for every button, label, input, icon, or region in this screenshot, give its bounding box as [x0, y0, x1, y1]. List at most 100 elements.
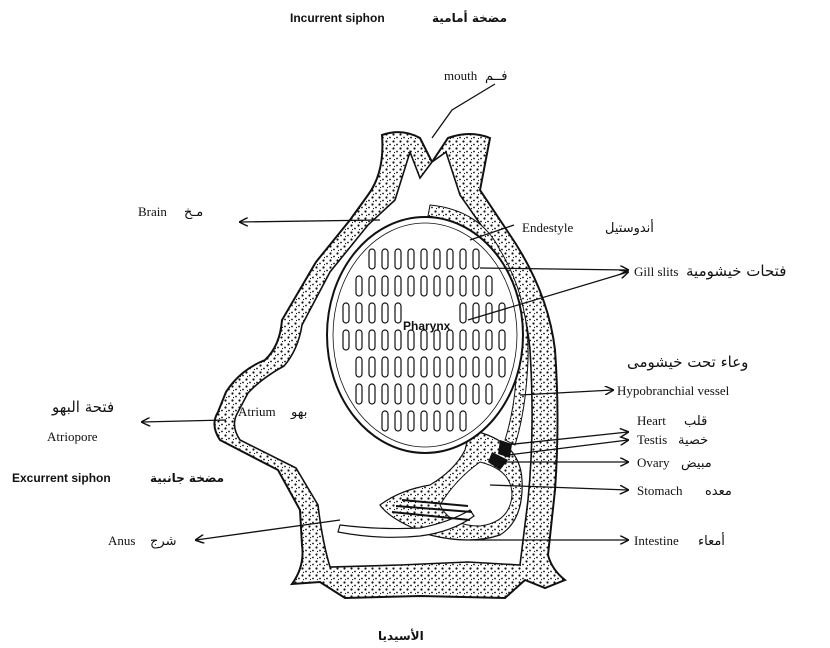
heart-label-ar: قلب — [684, 414, 707, 429]
gill-slit — [395, 249, 401, 269]
atrium-label-ar: بهو — [290, 405, 307, 420]
mouth-label-ar: فــم — [485, 69, 507, 84]
hypo-label-en: Hypobranchial vessel — [617, 383, 730, 398]
gill-slit — [395, 276, 401, 296]
gill-slit — [460, 411, 466, 431]
gill-slit — [447, 276, 453, 296]
gill-label-ar: فتحات خيشومية — [686, 262, 786, 280]
gill-slit — [499, 357, 505, 377]
endestyle-label-ar: أندوستيل — [605, 219, 654, 236]
gill-slit — [369, 330, 375, 350]
gill-slit — [382, 357, 388, 377]
gill-slit — [460, 276, 466, 296]
gill-slit — [395, 411, 401, 431]
incurrent-label-en: Incurrent siphon — [290, 11, 385, 25]
gill-slit — [447, 411, 453, 431]
gill-slit — [382, 303, 388, 323]
gill-slit — [408, 330, 414, 350]
gill-slit — [460, 384, 466, 404]
gill-slit — [434, 330, 440, 350]
gill-slit — [356, 357, 362, 377]
gill-slit — [434, 357, 440, 377]
gill-slit — [486, 330, 492, 350]
gill-slit — [356, 330, 362, 350]
gill-slit — [486, 357, 492, 377]
testis-label-en: Testis — [637, 432, 667, 447]
gill-slit — [473, 384, 479, 404]
gill-slit — [499, 303, 505, 323]
gill-slit — [369, 357, 375, 377]
ovary-label-ar: مبيض — [681, 456, 712, 471]
atrium-label-en: Atrium — [238, 404, 276, 419]
gill-label-en: Gill slits — [634, 264, 678, 279]
gill-slit — [408, 384, 414, 404]
gill-slit — [421, 384, 427, 404]
gill-slit — [382, 411, 388, 431]
testis-label-ar: خصية — [678, 433, 708, 448]
gill-slit — [499, 330, 505, 350]
intestine-label-en: Intestine — [634, 533, 679, 548]
gill-slit — [460, 357, 466, 377]
gill-slit — [369, 276, 375, 296]
gill-slit — [382, 330, 388, 350]
gill-slit — [408, 411, 414, 431]
gill-slit — [460, 303, 466, 323]
diagram-caption: الأسيديا — [378, 628, 424, 643]
gill-slit — [486, 276, 492, 296]
gill-slit — [447, 330, 453, 350]
heart-label-en: Heart — [637, 413, 666, 428]
gill-slit — [356, 303, 362, 323]
excurrent-label-en: Excurrent siphon — [12, 471, 111, 485]
gill-slit — [421, 249, 427, 269]
gill-slit — [343, 330, 349, 350]
gill-slit — [395, 384, 401, 404]
gill-slit — [447, 357, 453, 377]
atriopore-label-en: Atriopore — [47, 429, 98, 444]
gill-slit — [421, 330, 427, 350]
gill-slit — [382, 249, 388, 269]
gill-slit — [343, 303, 349, 323]
gill-slit — [408, 249, 414, 269]
ovary-label-en: Ovary — [637, 455, 670, 470]
anus-label-ar: شرج — [150, 534, 176, 549]
gill-slit — [486, 384, 492, 404]
gill-slit — [369, 384, 375, 404]
hypo-label-ar: وعاء تحت خيشومى — [627, 353, 748, 371]
atriopore-label-ar: فتحة البهو — [51, 398, 114, 416]
brain-label-ar: مـخ — [184, 205, 203, 220]
gill-slit — [434, 384, 440, 404]
gill-slit — [369, 303, 375, 323]
gill-slit — [395, 330, 401, 350]
gill-slit — [460, 330, 466, 350]
gill-slit — [473, 249, 479, 269]
gill-slit — [369, 249, 375, 269]
gill-slit — [382, 276, 388, 296]
stomach-label-ar: معده — [705, 484, 732, 499]
anus-label-en: Anus — [108, 533, 135, 548]
gill-slit — [421, 276, 427, 296]
gill-slit — [434, 411, 440, 431]
gill-slit — [434, 249, 440, 269]
gill-slit — [408, 276, 414, 296]
mouth-label-en: mouth — [444, 68, 478, 83]
gill-slit — [473, 357, 479, 377]
gill-slit — [421, 411, 427, 431]
pharynx-label: Pharynx — [403, 319, 451, 333]
gill-slit — [421, 357, 427, 377]
intestine-label-ar: أمعاء — [698, 532, 725, 549]
gill-slit — [473, 276, 479, 296]
gill-slit — [447, 384, 453, 404]
gill-slit — [447, 249, 453, 269]
incurrent-label-ar: مضخة أمامية — [432, 10, 507, 25]
gill-slit — [473, 330, 479, 350]
gill-slit — [408, 357, 414, 377]
gill-slit — [356, 384, 362, 404]
gill-slit — [473, 303, 479, 323]
gill-slit — [460, 249, 466, 269]
gill-slit — [395, 303, 401, 323]
gill-slit — [395, 357, 401, 377]
gill-slit — [356, 276, 362, 296]
brain-label-en: Brain — [138, 204, 167, 219]
excurrent-label-ar: مضخة جانبية — [150, 471, 224, 485]
